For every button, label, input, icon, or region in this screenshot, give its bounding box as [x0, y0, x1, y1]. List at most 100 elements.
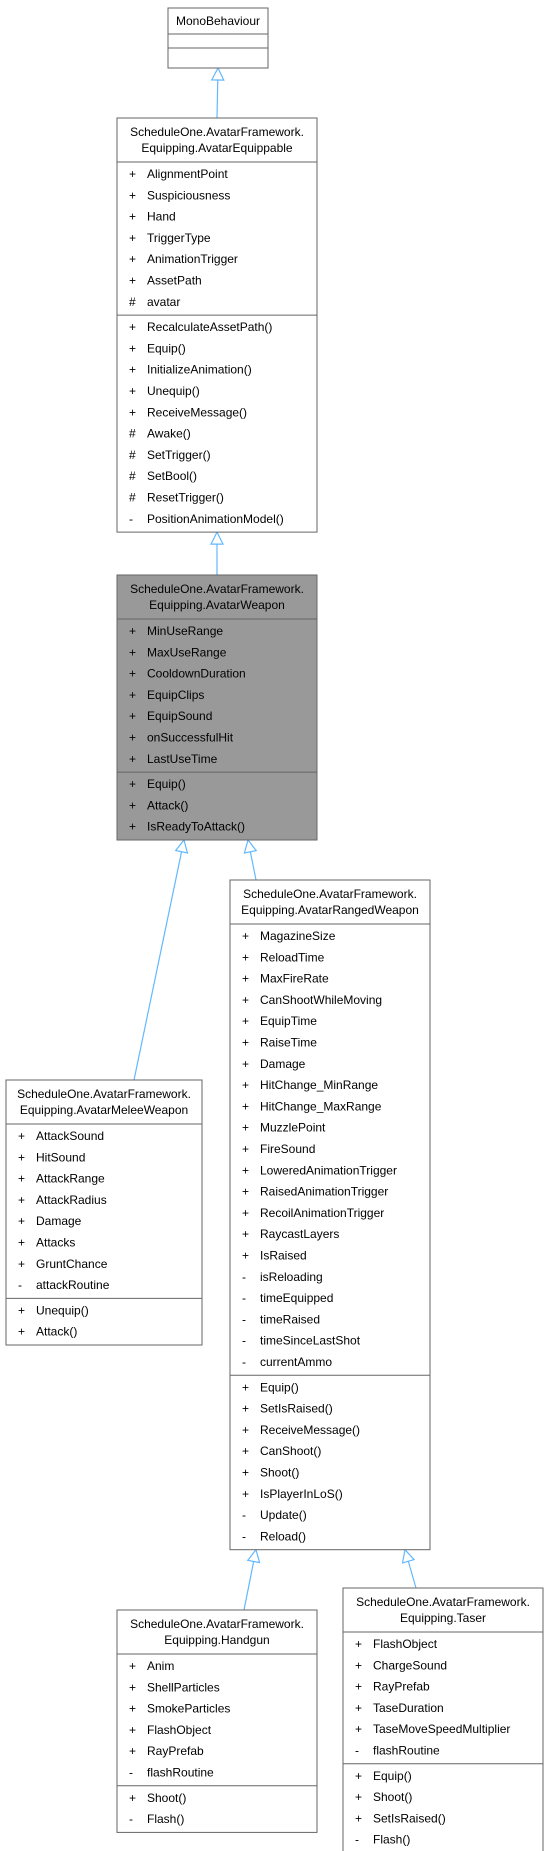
method-name[interactable]: SetIsRaised() — [373, 1811, 446, 1825]
method-name[interactable]: SetTrigger() — [147, 448, 211, 462]
attribute-name[interactable]: avatar — [147, 295, 180, 309]
attribute-name[interactable]: AnimationTrigger — [147, 252, 238, 266]
attribute-name[interactable]: TriggerType — [147, 231, 211, 245]
attribute-name[interactable]: GruntChance — [36, 1257, 108, 1271]
attribute-name[interactable]: RaiseTime — [260, 1036, 317, 1050]
attribute-name[interactable]: onSuccessfulHit — [147, 731, 234, 745]
method-name[interactable]: RecalculateAssetPath() — [147, 320, 272, 334]
method-name[interactable]: CanShoot() — [260, 1444, 321, 1458]
member-visibility: + — [242, 1249, 249, 1263]
attribute-name[interactable]: EquipSound — [147, 709, 212, 723]
method-name[interactable]: Equip() — [147, 341, 186, 355]
attribute-name[interactable]: Anim — [147, 1659, 174, 1673]
attribute-name[interactable]: MinUseRange — [147, 624, 223, 638]
method-name[interactable]: Attack() — [36, 1325, 77, 1339]
method-name[interactable]: Unequip() — [36, 1303, 89, 1317]
attribute-name[interactable]: AssetPath — [147, 274, 202, 288]
method-name[interactable]: Equip() — [147, 777, 186, 791]
attribute-name[interactable]: EquipTime — [260, 1014, 317, 1028]
class-box-handgun[interactable]: ScheduleOne.AvatarFramework.Equipping.Ha… — [116, 1609, 318, 1833]
attribute-name[interactable]: MaxFireRate — [260, 972, 329, 986]
class-box-ranged[interactable]: ScheduleOne.AvatarFramework.Equipping.Av… — [229, 879, 431, 1551]
method-name[interactable]: PositionAnimationModel() — [147, 512, 284, 526]
attribute-name[interactable]: HitChange_MaxRange — [260, 1099, 382, 1113]
method-name[interactable]: Awake() — [147, 427, 191, 441]
attribute-name[interactable]: MaxUseRange — [147, 645, 227, 659]
class-box-equippable[interactable]: ScheduleOne.AvatarFramework.Equipping.Av… — [116, 117, 318, 533]
attribute-name[interactable]: isReloading — [260, 1270, 323, 1284]
class-box-melee[interactable]: ScheduleOne.AvatarFramework.Equipping.Av… — [5, 1079, 203, 1346]
attribute-name[interactable]: HitChange_MinRange — [260, 1078, 378, 1092]
attribute-name[interactable]: attackRoutine — [36, 1278, 110, 1292]
attribute-name[interactable]: AttackRange — [36, 1172, 105, 1186]
attribute-name[interactable]: RecoilAnimationTrigger — [260, 1206, 384, 1220]
method-name[interactable]: InitializeAnimation() — [147, 363, 252, 377]
attribute-name[interactable]: ReloadTime — [260, 950, 325, 964]
attribute-name[interactable]: Damage — [36, 1214, 82, 1228]
method-name[interactable]: Unequip() — [147, 384, 200, 398]
attribute-name[interactable]: LoweredAnimationTrigger — [260, 1163, 397, 1177]
attribute-name[interactable]: RayPrefab — [147, 1744, 204, 1758]
method-name[interactable]: Shoot() — [147, 1791, 186, 1805]
member-visibility: + — [129, 384, 136, 398]
method-name[interactable]: Flash() — [373, 1833, 410, 1847]
method-name[interactable]: Attack() — [147, 798, 188, 812]
method-name[interactable]: Equip() — [373, 1769, 412, 1783]
attribute-name[interactable]: RaisedAnimationTrigger — [260, 1185, 388, 1199]
method-name[interactable]: Equip() — [260, 1380, 299, 1394]
method-name[interactable]: ReceiveMessage() — [260, 1423, 360, 1437]
attribute-name[interactable]: TaseMoveSpeedMultiplier — [373, 1722, 510, 1736]
attribute-name[interactable]: timeSinceLastShot — [260, 1334, 361, 1348]
attribute-name[interactable]: currentAmmo — [260, 1355, 332, 1369]
attribute-name[interactable]: RaycastLayers — [260, 1227, 339, 1241]
member-visibility: + — [18, 1257, 25, 1271]
attribute-name[interactable]: SmokeParticles — [147, 1702, 230, 1716]
attribute-name[interactable]: Attacks — [36, 1236, 75, 1250]
attribute-name[interactable]: Hand — [147, 210, 176, 224]
attribute-name[interactable]: Suspiciousness — [147, 188, 230, 202]
method-name[interactable]: Update() — [260, 1508, 307, 1522]
member-visibility: + — [242, 1227, 249, 1241]
method-name[interactable]: ResetTrigger() — [147, 491, 224, 505]
method-name[interactable]: IsPlayerInLoS() — [260, 1487, 343, 1501]
arrowhead-triangle — [246, 1548, 261, 1564]
attribute-name[interactable]: LastUseTime — [147, 752, 218, 766]
method-name[interactable]: SetBool() — [147, 469, 197, 483]
method-name[interactable]: IsReadyToAttack() — [147, 820, 245, 834]
attribute-name[interactable]: Damage — [260, 1057, 306, 1071]
attribute-name[interactable]: AttackSound — [36, 1129, 104, 1143]
attribute-name[interactable]: ChargeSound — [373, 1658, 447, 1672]
attribute-name[interactable]: ShellParticles — [147, 1680, 220, 1694]
method-name[interactable]: ReceiveMessage() — [147, 405, 247, 419]
attribute-name[interactable]: IsRaised — [260, 1249, 307, 1263]
attribute-name[interactable]: HitSound — [36, 1150, 85, 1164]
member-visibility: - — [242, 1334, 246, 1348]
attribute-name[interactable]: flashRoutine — [147, 1766, 214, 1780]
attribute-name[interactable]: timeRaised — [260, 1312, 320, 1326]
method-name[interactable]: Flash() — [147, 1812, 184, 1826]
method-name[interactable]: Shoot() — [373, 1790, 412, 1804]
attribute-name[interactable]: timeEquipped — [260, 1291, 333, 1305]
attribute-name[interactable]: flashRoutine — [373, 1744, 440, 1758]
attribute-name[interactable]: FireSound — [260, 1142, 315, 1156]
attribute-name[interactable]: AlignmentPoint — [147, 167, 228, 181]
class-box-weapon[interactable]: ScheduleOne.AvatarFramework.Equipping.Av… — [116, 574, 318, 841]
class-box-mono[interactable]: MonoBehaviour — [167, 7, 269, 69]
attribute-name[interactable]: CanShootWhileMoving — [260, 993, 382, 1007]
method-name[interactable]: SetIsRaised() — [260, 1402, 333, 1416]
attribute-name[interactable]: AttackRadius — [36, 1193, 107, 1207]
attribute-name[interactable]: FlashObject — [147, 1723, 212, 1737]
attribute-name[interactable]: MagazineSize — [260, 929, 336, 943]
attribute-name[interactable]: CooldownDuration — [147, 667, 246, 681]
member-visibility: + — [129, 731, 136, 745]
member-visibility: + — [18, 1303, 25, 1317]
method-name[interactable]: Reload() — [260, 1529, 306, 1543]
member-visibility: + — [129, 1702, 136, 1716]
attribute-name[interactable]: FlashObject — [373, 1637, 438, 1651]
attribute-name[interactable]: EquipClips — [147, 688, 204, 702]
class-box-taser[interactable]: ScheduleOne.AvatarFramework.Equipping.Ta… — [342, 1587, 544, 1851]
method-name[interactable]: Shoot() — [260, 1466, 299, 1480]
attribute-name[interactable]: RayPrefab — [373, 1680, 430, 1694]
attribute-name[interactable]: MuzzlePoint — [260, 1121, 326, 1135]
attribute-name[interactable]: TaseDuration — [373, 1701, 444, 1715]
